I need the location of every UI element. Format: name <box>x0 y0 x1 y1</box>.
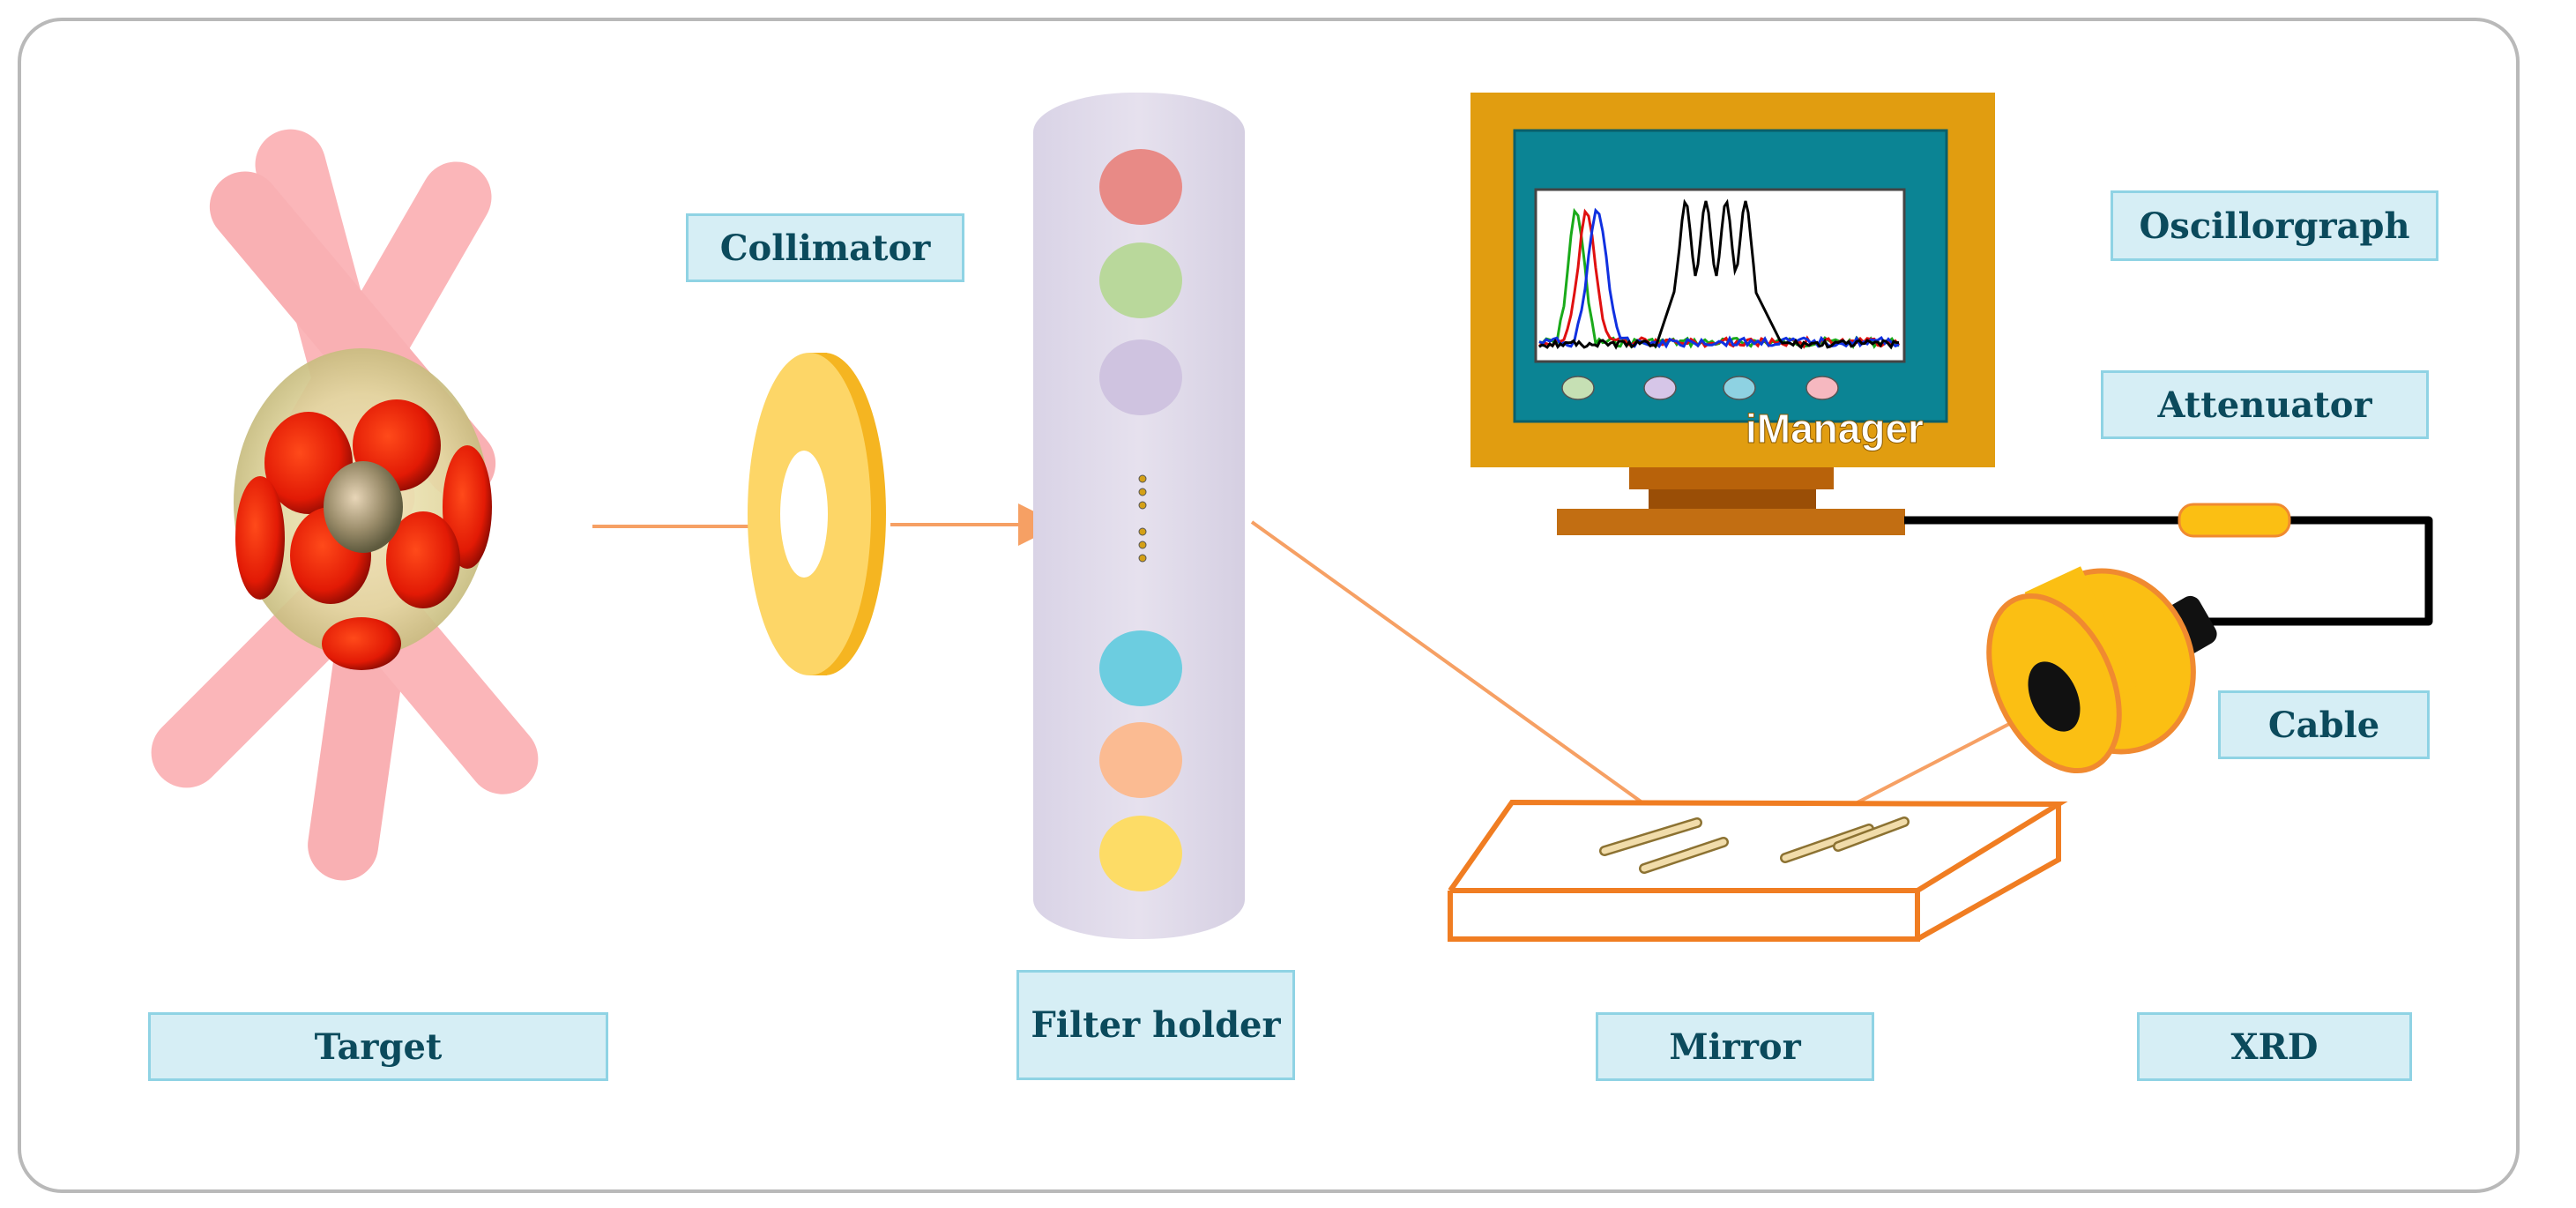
screen-button-4 <box>1805 376 1839 400</box>
cable <box>1904 503 2433 626</box>
filter-holder <box>1033 93 1245 939</box>
filter-disc-5 <box>1099 722 1182 798</box>
screen-button-2 <box>1643 376 1677 400</box>
screen-button-1 <box>1561 376 1595 400</box>
oscilloscope-plot-area <box>1534 188 1906 363</box>
filter-ellipsis-dots <box>1138 474 1147 563</box>
oscilloscope-traces <box>1537 198 1901 350</box>
target-core <box>324 461 403 553</box>
target-label: Target <box>148 1012 608 1081</box>
filter-disc-2 <box>1099 242 1182 318</box>
collimator-ring <box>748 353 886 675</box>
filter-holder-label: Filter holder <box>1016 970 1295 1080</box>
monitor-brand-label: iManager <box>1746 406 1924 451</box>
filter-discs <box>1099 149 1182 891</box>
filter-disc-6 <box>1099 816 1182 891</box>
mirror-plate <box>1448 799 2068 942</box>
trace-4 <box>1538 198 1900 350</box>
monitor-neck-lower <box>1649 489 1816 509</box>
screen-button-3 <box>1723 376 1756 400</box>
screen-buttons <box>1561 376 1839 400</box>
monitor-base <box>1557 509 1905 535</box>
attenuator-device <box>2178 503 2291 538</box>
oscillograph-monitor: iManager <box>1470 93 1995 535</box>
attenuator-label: Attenuator <box>2101 370 2429 439</box>
mirror-label: Mirror <box>1596 1012 1874 1081</box>
collimator-label: Collimator <box>686 213 964 282</box>
filter-disc-4 <box>1099 630 1182 706</box>
xrd-detector <box>1986 566 2217 774</box>
filter-disc-1 <box>1099 149 1182 225</box>
cable-label: Cable <box>2218 690 2430 759</box>
mirror-crystals <box>1599 817 1910 874</box>
target-illustration <box>151 129 539 881</box>
filter-disc-3 <box>1099 339 1182 415</box>
xrd-label: XRD <box>2137 1012 2412 1081</box>
oscillograph-label: Oscillorgraph <box>2111 190 2438 261</box>
monitor-neck <box>1629 467 1834 489</box>
